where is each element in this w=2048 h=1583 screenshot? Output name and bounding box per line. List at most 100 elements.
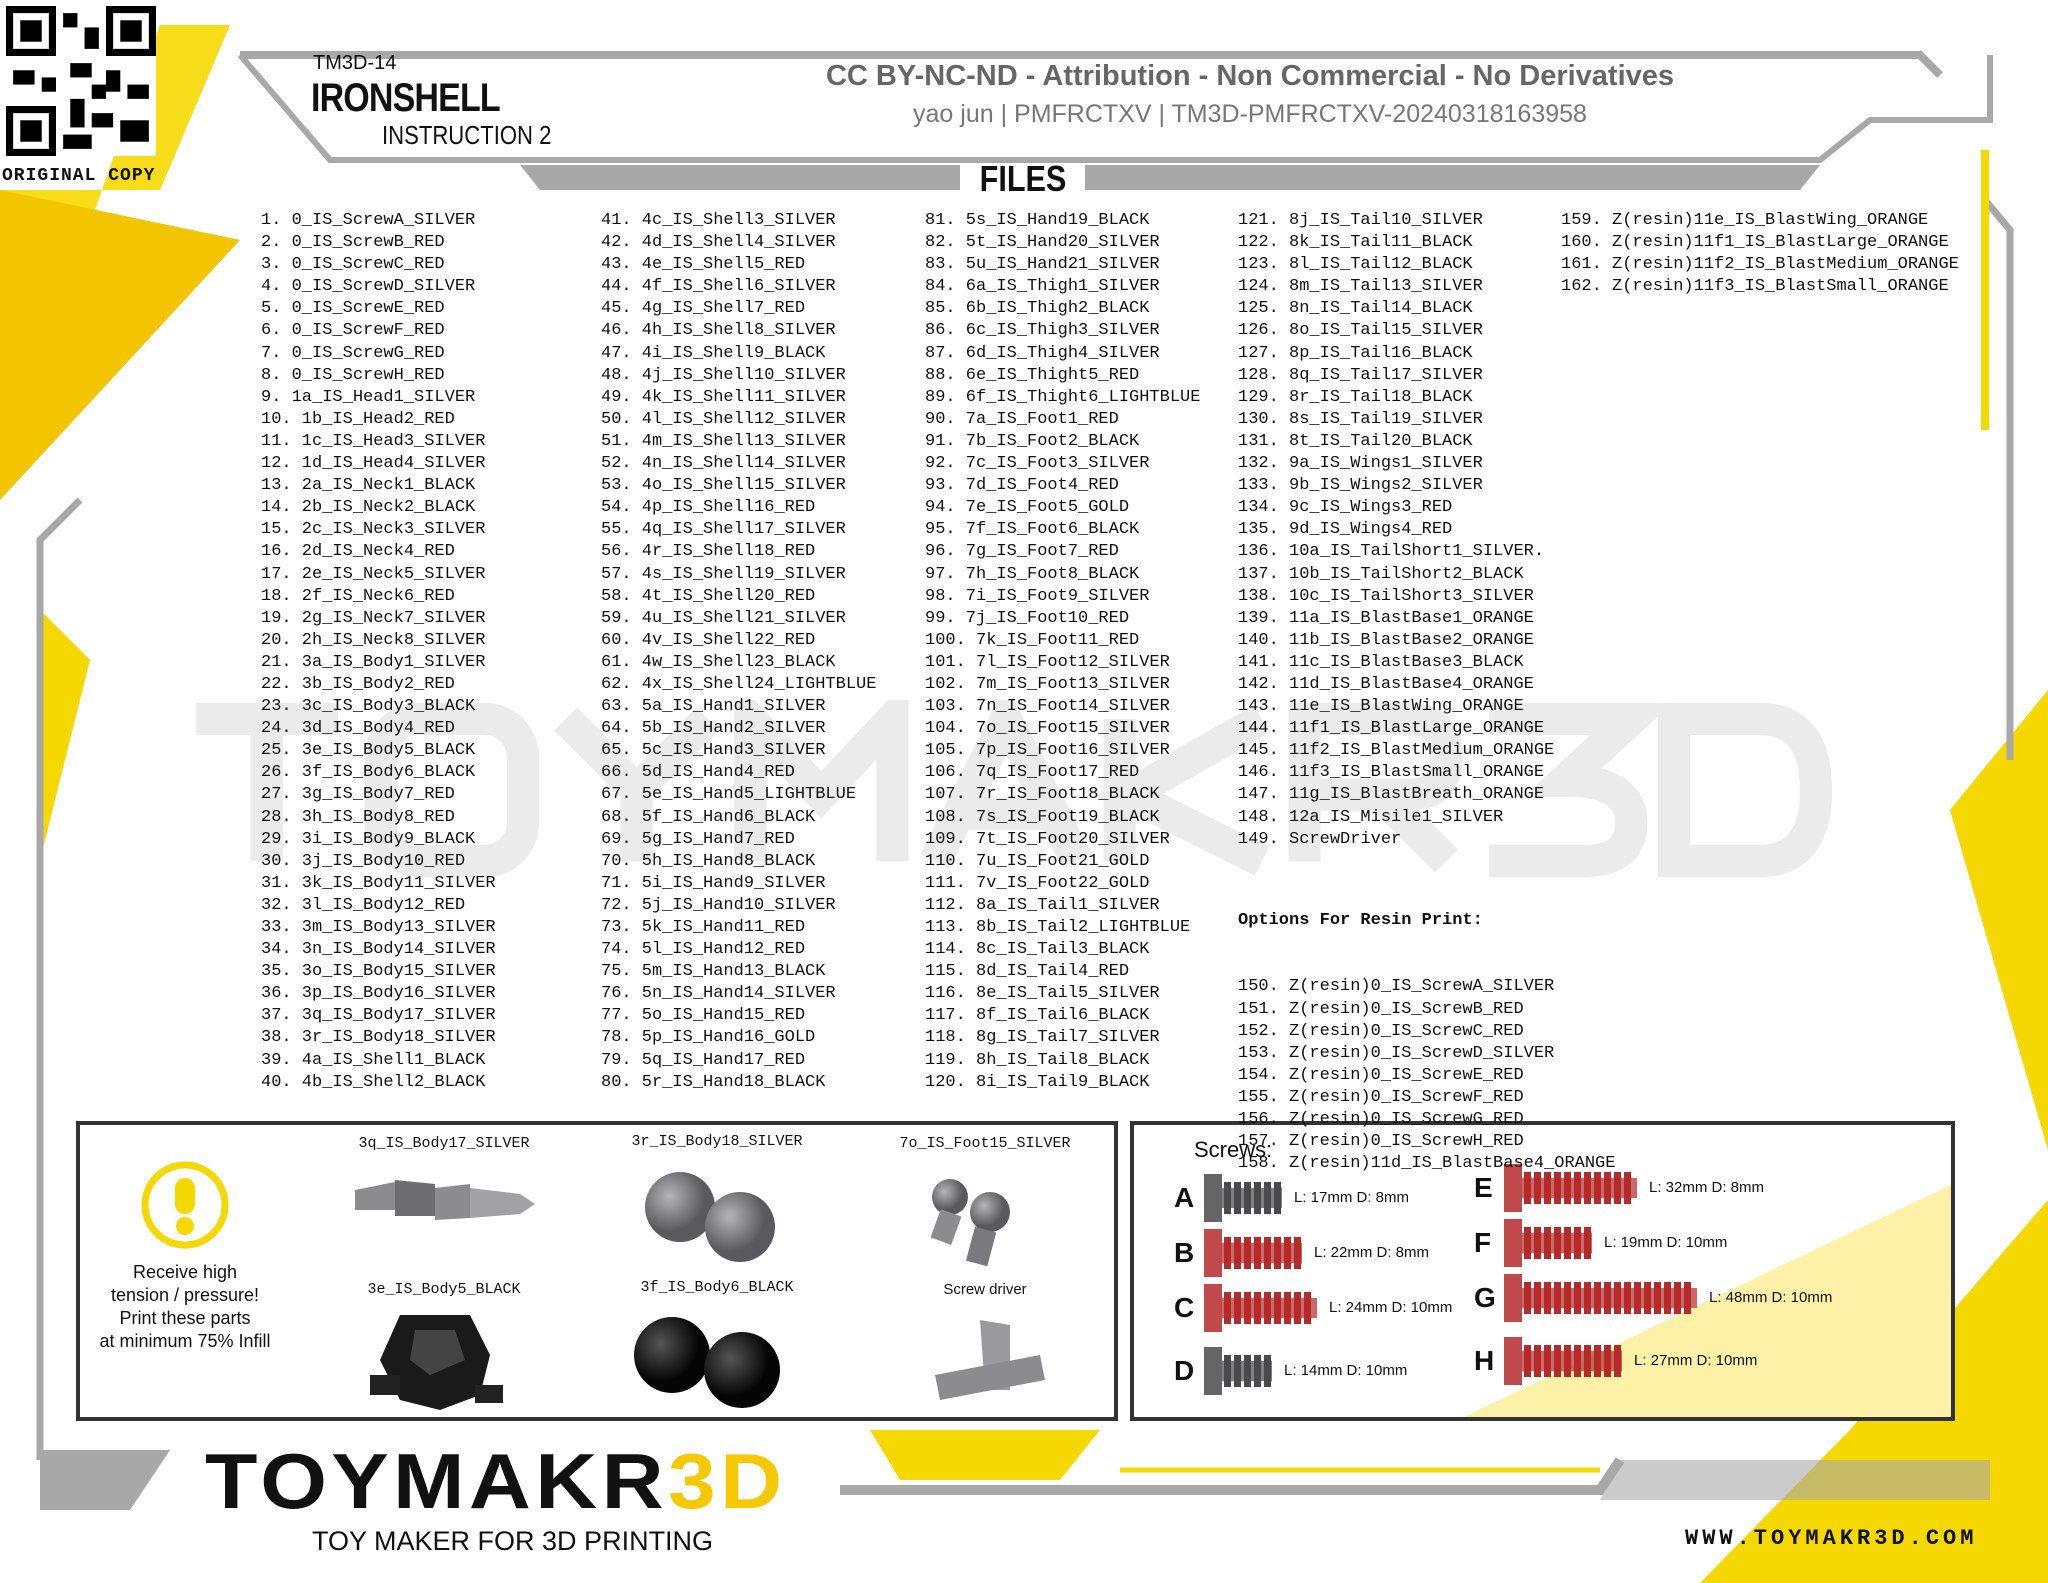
file-list-item: 158. Z(resin)11d_IS_BlastBase4_ORANGE <box>1238 1154 1616 1174</box>
screw-dimensions: L: 22mm D: 8mm <box>1314 1244 1430 1261</box>
file-list-item: 132. 9a_IS_Wings1_SILVER <box>1238 454 1483 474</box>
part-label: 7o_IS_Foot15_SILVER <box>899 1135 1071 1152</box>
file-list-item: 110. 7u_IS_Foot21_GOLD <box>925 851 1150 871</box>
screw-image <box>1204 1174 1282 1222</box>
product-code: TM3D-14 <box>313 52 397 74</box>
file-list-item: 98. 7i_IS_Foot9_SILVER <box>925 586 1150 606</box>
file-list-item: 78. 5p_IS_Hand16_GOLD <box>601 1028 816 1048</box>
file-list-item: 11. 1c_IS_Head3_SILVER <box>261 431 486 451</box>
file-list-item: 79. 5q_IS_Hand17_RED <box>601 1050 806 1070</box>
file-list-item: 105. 7p_IS_Foot16_SILVER <box>925 741 1170 761</box>
part-label: 3r_IS_Body18_SILVER <box>631 1133 803 1150</box>
screw-dimensions: L: 24mm D: 10mm <box>1329 1299 1453 1316</box>
file-list-item: 65. 5c_IS_Hand3_SILVER <box>601 741 826 761</box>
screw-image <box>1204 1347 1272 1395</box>
exclamation-circle-icon <box>141 1161 229 1249</box>
part-label: Screw driver <box>943 1281 1027 1298</box>
file-list-item: 99. 7j_IS_Foot10_RED <box>925 608 1130 628</box>
file-list-item: 142. 11d_IS_BlastBase4_ORANGE <box>1238 674 1534 694</box>
screw-letter: D <box>1174 1355 1195 1386</box>
file-list-item: 52. 4n_IS_Shell14_SILVER <box>601 454 846 474</box>
file-list-item: 74. 5l_IS_Hand12_RED <box>601 940 806 960</box>
file-list-item: 145. 11f2_IS_BlastMedium_ORANGE <box>1238 741 1555 761</box>
qr-code <box>6 6 156 156</box>
screw-letter: F <box>1474 1227 1492 1258</box>
file-list-item: 77. 5o_IS_Hand15_RED <box>601 1006 806 1026</box>
screw-dimensions: L: 27mm D: 10mm <box>1634 1352 1758 1369</box>
file-list-item: 122. 8k_IS_Tail11_BLACK <box>1238 233 1473 253</box>
file-list-item: 119. 8h_IS_Tail8_BLACK <box>925 1050 1150 1070</box>
file-list-item: 73. 5k_IS_Hand11_RED <box>601 918 806 937</box>
file-list-item: 121. 8j_IS_Tail10_SILVER <box>1238 211 1483 230</box>
file-list-item: 63. 5a_IS_Hand1_SILVER <box>601 697 826 717</box>
file-list-item: 9. 1a_IS_Head1_SILVER <box>261 387 476 407</box>
file-list-item: 5. 0_IS_ScrewE_RED <box>261 299 445 319</box>
file-list-item: 14. 2b_IS_Neck2_BLACK <box>261 498 476 518</box>
screw-dimensions: L: 32mm D: 8mm <box>1649 1179 1765 1196</box>
file-list-item: 37. 3q_IS_Body17_SILVER <box>261 1006 496 1026</box>
screws-title: Screws: <box>1194 1137 1273 1162</box>
section-title: FILES <box>979 158 1067 199</box>
file-list-item: 32. 3l_IS_Body12_RED <box>261 895 466 915</box>
file-list-item: 49. 4k_IS_Shell11_SILVER <box>601 387 846 407</box>
file-list-item: 22. 3b_IS_Body2_RED <box>261 674 455 694</box>
screw-letter: C <box>1174 1292 1195 1323</box>
file-list-item: 111. 7v_IS_Foot22_GOLD <box>925 873 1150 893</box>
file-list-item: 88. 6e_IS_Thight5_RED <box>925 365 1140 385</box>
qr-caption: ORIGINAL COPY <box>2 166 156 186</box>
screw-image <box>1204 1284 1317 1332</box>
file-list-item: 104. 7o_IS_Foot15_SILVER <box>925 719 1170 739</box>
file-list-item: 115. 8d_IS_Tail4_RED <box>925 962 1130 982</box>
file-list-item: 150. Z(resin)0_IS_ScrewA_SILVER <box>1238 977 1555 997</box>
file-list-item: 84. 6a_IS_Thigh1_SILVER <box>925 277 1160 297</box>
file-list-item: 48. 4j_IS_Shell10_SILVER <box>601 365 846 385</box>
file-list-item: 156. Z(resin)0_IS_ScrewG_RED <box>1238 1110 1524 1130</box>
file-list-item: 101. 7l_IS_Foot12_SILVER <box>925 652 1170 672</box>
file-list-item: 128. 8q_IS_Tail17_SILVER <box>1238 365 1483 385</box>
file-list-item: 153. Z(resin)0_IS_ScrewD_SILVER <box>1238 1043 1555 1063</box>
high-stress-parts-panel: Receive high tension / pressure! Print t… <box>76 1121 1118 1421</box>
file-list-item: 16. 2d_IS_Neck4_RED <box>261 542 455 562</box>
file-list-item: 68. 5f_IS_Hand6_BLACK <box>601 807 816 827</box>
file-list-item: 135. 9d_IS_Wings4_RED <box>1238 520 1453 540</box>
file-list-item: 129. 8r_IS_Tail18_BLACK <box>1238 387 1473 407</box>
file-list-item: 152. Z(resin)0_IS_ScrewC_RED <box>1238 1021 1524 1041</box>
screw-dimensions: L: 48mm D: 10mm <box>1709 1289 1833 1306</box>
file-list-item: 61. 4w_IS_Shell23_BLACK <box>601 652 836 672</box>
file-list-item: 133. 9b_IS_Wings2_SILVER <box>1238 476 1483 496</box>
file-list-item: 86. 6c_IS_Thigh3_SILVER <box>925 321 1160 341</box>
file-list-item: 30. 3j_IS_Body10_RED <box>261 851 466 871</box>
file-list-item: 34. 3n_IS_Body14_SILVER <box>261 940 496 960</box>
file-list-item: 72. 5j_IS_Hand10_SILVER <box>601 895 836 915</box>
file-list-item: 42. 4d_IS_Shell4_SILVER <box>601 233 836 253</box>
website-link[interactable]: WWW.TOYMAKR3D.COM <box>1685 1526 1978 1551</box>
screw-letter: G <box>1474 1282 1496 1313</box>
file-list-item: 162. Z(resin)11f3_IS_BlastSmall_ORANGE <box>1561 277 1949 297</box>
screw-dimensions: L: 17mm D: 8mm <box>1294 1189 1410 1206</box>
page-subtitle: INSTRUCTION 2 <box>382 120 552 150</box>
screw-letter: H <box>1474 1345 1495 1376</box>
resin-options-title: Options For Resin Print: <box>1238 911 1483 931</box>
file-list-item: 146. 11f3_IS_BlastSmall_ORANGE <box>1238 763 1545 783</box>
ball-joints-image <box>930 1179 1010 1267</box>
file-list-item: 44. 4f_IS_Shell6_SILVER <box>601 277 836 297</box>
file-list-item: 157. Z(resin)0_IS_ScrewH_RED <box>1238 1132 1524 1152</box>
file-list-item: 47. 4i_IS_Shell9_BLACK <box>601 343 826 363</box>
file-list-item: 118. 8g_IS_Tail7_SILVER <box>925 1028 1160 1048</box>
file-list-item: 136. 10a_IS_TailShort1_SILVER. <box>1238 542 1545 562</box>
grey-balls-image <box>645 1172 775 1262</box>
file-list-item: 112. 8a_IS_Tail1_SILVER <box>925 895 1160 915</box>
owner-line: yao jun | PMFRCTXV | TM3D-PMFRCTXV-20240… <box>913 100 1587 128</box>
file-list-item: 147. 11g_IS_BlastBreath_ORANGE <box>1238 785 1545 805</box>
license-text: CC BY-NC-ND - Attribution - Non Commerci… <box>825 60 1675 92</box>
file-list-item: 1. 0_IS_ScrewA_SILVER <box>261 211 476 230</box>
file-list-item: 39. 4a_IS_Shell1_BLACK <box>261 1050 486 1070</box>
file-list-item: 67. 5e_IS_Hand5_LIGHTBLUE <box>601 785 857 805</box>
file-list-item: 148. 12a_IS_Misile1_SILVER <box>1238 807 1504 827</box>
resin-options: Options For Resin Print: 150. Z(resin)0_… <box>1238 866 1615 1197</box>
file-list-item: 51. 4m_IS_Shell13_SILVER <box>601 431 846 451</box>
